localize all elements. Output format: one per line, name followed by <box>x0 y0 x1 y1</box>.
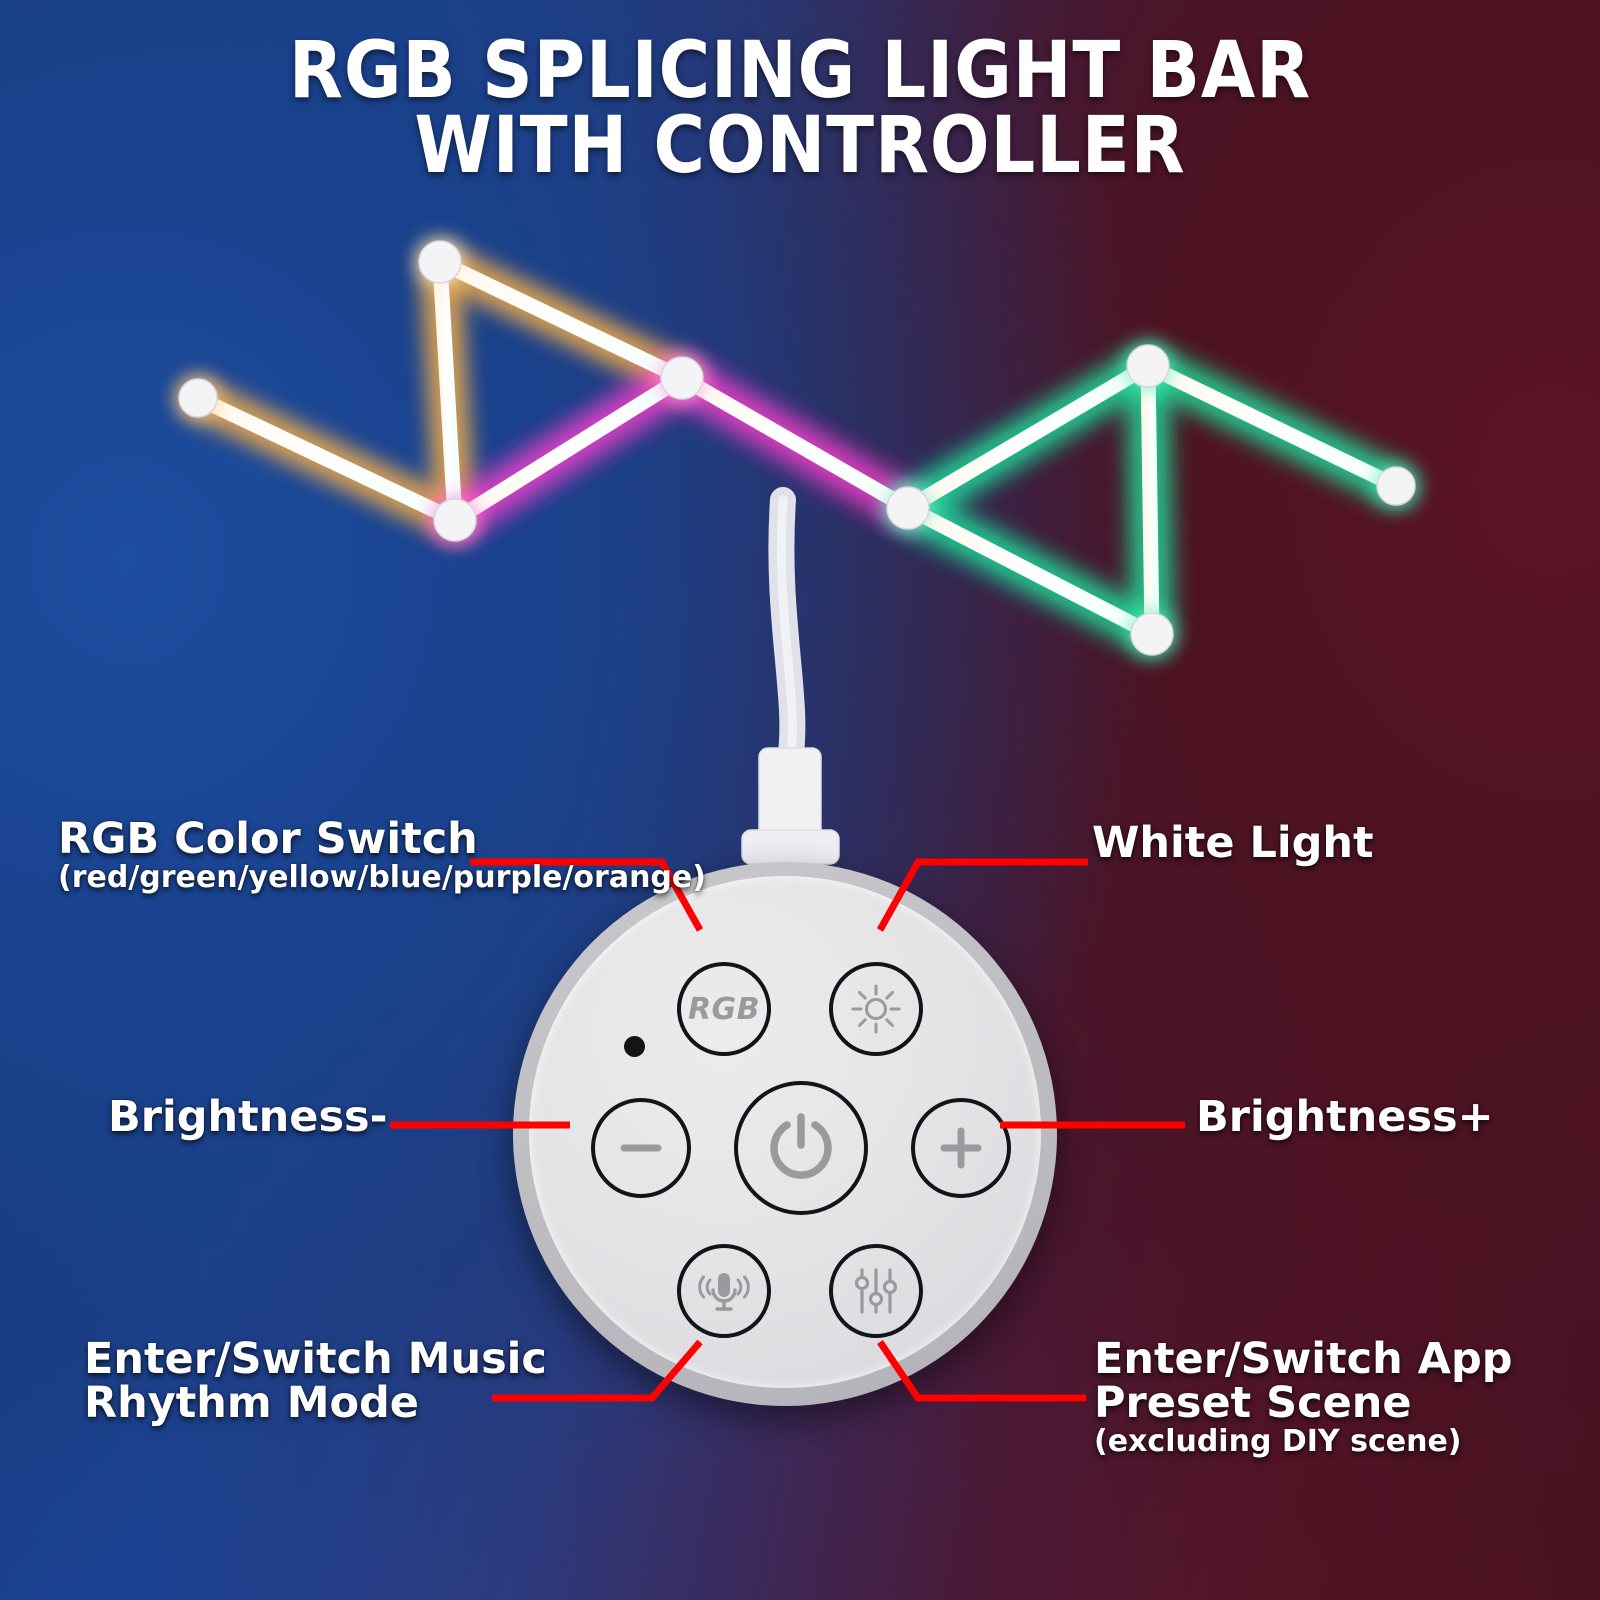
power-button[interactable] <box>734 1081 868 1215</box>
glow-layer-green <box>895 353 1409 647</box>
glow-layer-magenta <box>442 365 921 533</box>
app-preset-scene-button[interactable] <box>829 1244 923 1338</box>
callout-music-line-1: Enter/Switch Music <box>84 1334 547 1384</box>
glow-layer-amber <box>185 249 695 533</box>
page-title: RGB SPLICING LIGHT BAR WITH CONTROLLER <box>0 26 1600 191</box>
callout-rgb-title: RGB Color Switch <box>58 814 478 864</box>
callout-white-light: White Light <box>1092 818 1374 868</box>
callout-brightness-down: Brightness- <box>108 1092 388 1142</box>
sun-icon <box>851 984 901 1034</box>
light-bar-segments <box>190 254 1404 642</box>
callout-scene-subtitle: (excluding DIY scene) <box>1094 1423 1462 1459</box>
light-bar-connectors <box>176 238 1418 658</box>
callout-brightness-down-title: Brightness- <box>108 1092 388 1142</box>
callout-scene-line-2: Preset Scene <box>1094 1377 1412 1428</box>
callout-app-preset-scene: Enter/Switch App Preset Scene (excluding… <box>1094 1334 1513 1459</box>
rgb-label: RGB <box>687 991 761 1027</box>
callout-rgb-color-switch: RGB Color Switch (red/green/yellow/blue/… <box>58 814 706 895</box>
led-indicator-dot <box>624 1036 645 1057</box>
callout-brightness-up-title: Brightness+ <box>1196 1092 1494 1142</box>
music-rhythm-button[interactable] <box>677 1244 771 1338</box>
title-line-1: RGB SPLICING LIGHT BAR <box>288 26 1312 116</box>
brightness-down-button[interactable] <box>591 1098 691 1198</box>
controller-body: RGB <box>513 862 1057 1406</box>
power-icon <box>770 1113 832 1179</box>
white-light-button[interactable] <box>829 962 923 1056</box>
controller-face: RGB <box>529 876 1041 1388</box>
title-line-2: WITH CONTROLLER <box>414 100 1186 191</box>
plus-icon <box>940 1127 982 1169</box>
microphone-icon <box>698 1273 750 1311</box>
minus-icon <box>620 1144 662 1152</box>
callout-music-line-2: Rhythm Mode <box>84 1377 419 1428</box>
callout-brightness-up: Brightness+ <box>1196 1092 1494 1142</box>
callout-white-light-title: White Light <box>1092 818 1374 868</box>
callout-scene-line-1: Enter/Switch App <box>1094 1334 1513 1384</box>
callout-rgb-subtitle: (red/green/yellow/blue/purple/orange) <box>58 859 706 895</box>
rgb-color-switch-button[interactable]: RGB <box>677 962 771 1056</box>
brightness-up-button[interactable] <box>911 1098 1011 1198</box>
sliders-icon <box>854 1268 898 1314</box>
callout-music-rhythm: Enter/Switch Music Rhythm Mode <box>84 1334 547 1428</box>
